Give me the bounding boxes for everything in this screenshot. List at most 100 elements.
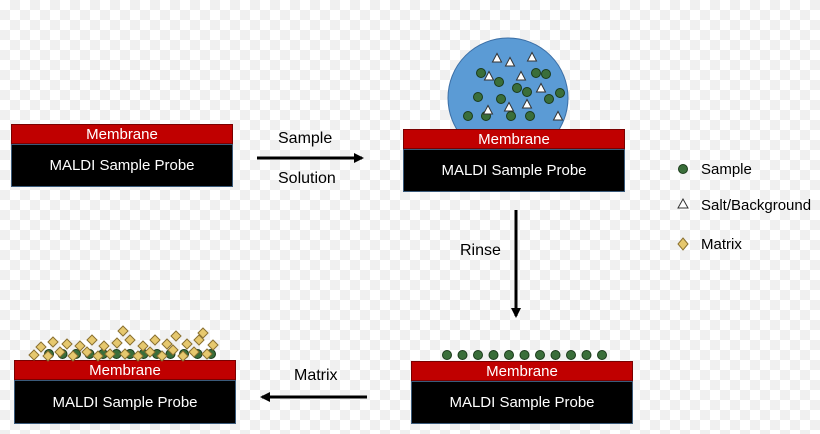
stage-1-membrane: Membrane — [11, 124, 233, 144]
sample-particle — [581, 350, 592, 360]
legend-label-salt: Salt/Background — [701, 197, 812, 214]
matrix-crystal — [92, 350, 104, 362]
sample-particle — [473, 92, 483, 102]
sample-particle — [494, 77, 504, 87]
matrix-crystal — [119, 348, 131, 360]
matrix-crystal — [86, 334, 98, 346]
probe-label: MALDI Sample Probe — [449, 394, 595, 411]
sample-particle — [597, 350, 607, 360]
matrix-crystal — [124, 334, 136, 346]
matrix-crystal — [144, 346, 156, 358]
sample-particle — [473, 350, 483, 360]
sample-droplet — [447, 37, 569, 129]
probe-label: MALDI Sample Probe — [52, 393, 198, 411]
membrane-label: Membrane — [486, 362, 558, 380]
membrane-label: Membrane — [86, 125, 158, 143]
legend-salt-triangle — [677, 197, 689, 209]
matrix-crystal — [42, 350, 54, 362]
stage-3-membrane: Membrane — [411, 361, 633, 381]
arrow-label-matrix: Matrix — [294, 367, 338, 384]
sample-particle — [506, 111, 516, 121]
sample-particle — [525, 111, 535, 121]
membrane-label: Membrane — [89, 361, 161, 379]
stage-2-probe: MALDI Sample Probe — [403, 149, 625, 192]
matrix-crystal — [188, 346, 200, 358]
membrane-label: Membrane — [478, 130, 550, 148]
salt-particle — [521, 98, 533, 109]
sample-particle — [522, 87, 532, 97]
stage-4-probe: MALDI Sample Probe — [14, 380, 236, 424]
arrow-label-sample: Sample — [278, 130, 333, 147]
legend-matrix-diamond — [677, 237, 689, 251]
sample-particle — [555, 88, 565, 98]
sample-particle — [541, 69, 551, 79]
legend-sample-dot — [678, 164, 688, 174]
salt-particle — [526, 51, 538, 62]
matrix-crystal — [81, 346, 93, 358]
salt-particle — [482, 104, 494, 115]
matrix-crystal — [67, 350, 79, 362]
matrix-crystal — [98, 340, 110, 352]
matrix-crystal — [201, 348, 213, 360]
stage-3-probe: MALDI Sample Probe — [411, 381, 633, 424]
salt-particle — [503, 101, 515, 112]
sample-particle — [566, 350, 576, 360]
salt-particle — [483, 70, 495, 81]
matrix-crystal — [47, 336, 59, 348]
matrix-crystal — [132, 350, 144, 362]
matrix-crystal — [35, 341, 47, 353]
matrix-crystal — [74, 340, 86, 352]
sample-particle — [463, 111, 473, 121]
sample-particle — [544, 94, 554, 104]
probe-label: MALDI Sample Probe — [441, 162, 587, 179]
stage-3-sample-dots — [442, 350, 607, 360]
arrow-label-solution: Solution — [278, 170, 336, 187]
stage-1-stack: Membrane MALDI Sample Probe — [11, 124, 233, 187]
sample-particle — [550, 350, 561, 360]
matrix-crystal — [207, 339, 219, 351]
salt-particle — [515, 70, 527, 81]
legend-label-matrix: Matrix — [701, 236, 742, 253]
matrix-crystal — [193, 334, 205, 346]
sample-particle — [531, 68, 541, 78]
matrix-crystal — [149, 334, 161, 346]
matrix-crystal — [156, 350, 168, 362]
matrix-crystal — [161, 338, 173, 350]
matrix-crystal — [170, 330, 182, 342]
sample-particle — [519, 350, 530, 360]
matrix-crystal — [117, 325, 129, 337]
stage-1-probe: MALDI Sample Probe — [11, 144, 233, 187]
matrix-crystal — [137, 340, 149, 352]
salt-particle — [504, 56, 516, 67]
droplet-contents — [463, 51, 565, 121]
matrix-crystal — [177, 350, 189, 362]
sample-particle — [442, 350, 452, 360]
sample-particle — [504, 350, 514, 360]
arrow-label-rinse: Rinse — [460, 242, 501, 259]
stage-2-membrane: Membrane — [403, 129, 625, 149]
sample-particle — [535, 350, 545, 360]
matrix-crystal — [111, 337, 123, 349]
matrix-crystal — [61, 338, 73, 350]
matrix-crystal — [197, 327, 209, 339]
probe-label: MALDI Sample Probe — [49, 157, 195, 174]
stage-4-membrane: Membrane — [14, 360, 236, 380]
salt-particle — [552, 110, 564, 121]
sample-particle — [496, 94, 506, 104]
stage-3-stack: Membrane MALDI Sample Probe — [411, 361, 633, 424]
sample-particle — [488, 350, 499, 360]
matrix-crystal — [54, 346, 66, 358]
salt-particle — [491, 52, 503, 63]
stage-4-stack: Membrane MALDI Sample Probe — [14, 360, 236, 424]
sample-particle — [457, 350, 468, 360]
sample-particle — [512, 83, 522, 93]
matrix-crystal — [181, 338, 193, 350]
sample-particle — [476, 68, 486, 78]
stage-4-matrix-crystals — [28, 325, 219, 362]
legend-label-sample: Sample — [701, 161, 752, 178]
stage-2-stack: Membrane MALDI Sample Probe — [403, 129, 625, 192]
matrix-crystal — [104, 348, 116, 360]
matrix-crystal — [167, 344, 179, 356]
salt-particle — [535, 82, 547, 93]
